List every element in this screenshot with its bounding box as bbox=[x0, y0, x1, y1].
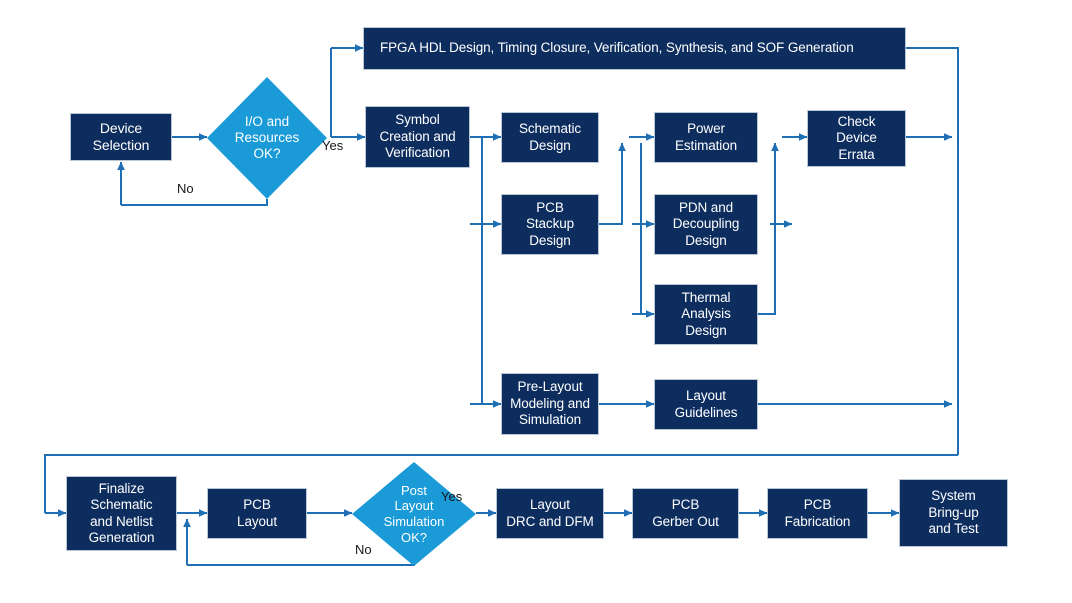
edge-label-yes-bottom: Yes bbox=[441, 489, 463, 504]
node-device-selection[interactable]: Device Selection bbox=[70, 113, 172, 161]
route-no-top bbox=[121, 199, 268, 206]
node-pcb-stackup-design[interactable]: PCB Stackup Design bbox=[501, 194, 599, 255]
route-bus-wrap bbox=[44, 454, 958, 513]
node-pre-layout-simulation[interactable]: Pre-Layout Modeling and Simulation bbox=[501, 373, 599, 435]
node-pcb-fabrication[interactable]: PCB Fabrication bbox=[767, 488, 868, 539]
node-schematic-design[interactable]: Schematic Design bbox=[501, 112, 599, 163]
node-pcb-layout[interactable]: PCB Layout bbox=[207, 488, 307, 539]
node-pdn-decoupling-design[interactable]: PDN and Decoupling Design bbox=[654, 194, 758, 255]
node-power-estimation[interactable]: Power Estimation bbox=[654, 112, 758, 163]
route-banner-to-bus bbox=[906, 47, 959, 455]
node-check-device-errata[interactable]: Check Device Errata bbox=[807, 110, 906, 167]
route-stackup-join bbox=[599, 143, 623, 225]
node-pcb-gerber-out[interactable]: PCB Gerber Out bbox=[632, 488, 739, 539]
node-layout-drc-dfm[interactable]: Layout DRC and DFM bbox=[496, 488, 604, 539]
edge-label-no-top: No bbox=[177, 181, 194, 196]
edge-label-yes-top: Yes bbox=[322, 138, 344, 153]
route-no-bottom bbox=[187, 564, 415, 566]
edge-label-no-bottom: No bbox=[355, 542, 372, 557]
node-finalize-schematic[interactable]: Finalize Schematic and Netlist Generatio… bbox=[66, 476, 177, 551]
node-layout-guidelines[interactable]: Layout Guidelines bbox=[654, 379, 758, 430]
node-thermal-analysis-design[interactable]: Thermal Analysis Design bbox=[654, 284, 758, 345]
node-symbol-creation[interactable]: Symbol Creation and Verification bbox=[365, 106, 470, 168]
route-thermal-join bbox=[758, 143, 776, 315]
node-system-bringup-test[interactable]: System Bring-up and Test bbox=[899, 479, 1008, 547]
node-fpga-hdl-design[interactable]: FPGA HDL Design, Timing Closure, Verific… bbox=[363, 27, 906, 70]
